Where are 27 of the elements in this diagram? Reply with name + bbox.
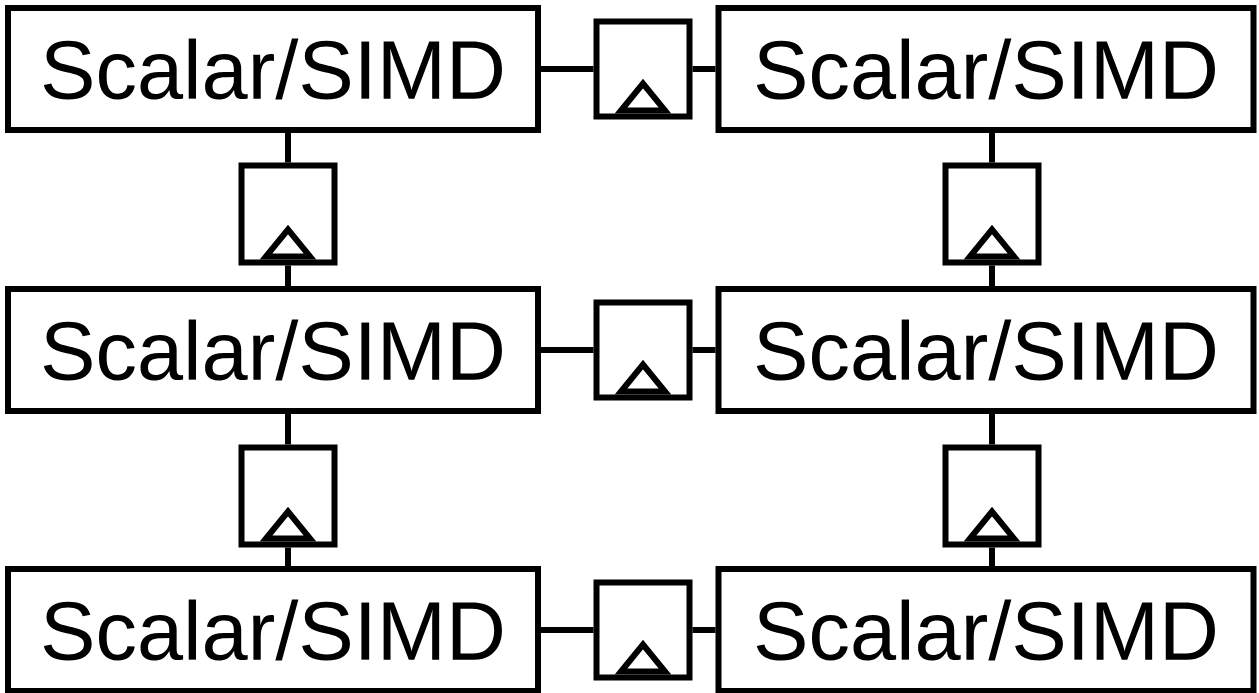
connector-line xyxy=(285,547,291,566)
connector-line xyxy=(285,414,291,445)
register-box xyxy=(238,444,338,548)
connector-line xyxy=(285,133,291,163)
connector-line xyxy=(692,627,716,633)
connector-line xyxy=(541,347,594,353)
unit-box: Scalar/SIMD xyxy=(715,5,1257,133)
unit-box: Scalar/SIMD xyxy=(5,566,541,693)
connector-line xyxy=(989,414,995,445)
register-box xyxy=(593,579,693,681)
register-box xyxy=(942,444,1042,548)
unit-box: Scalar/SIMD xyxy=(715,286,1257,414)
register-box xyxy=(593,18,693,120)
register-box xyxy=(942,162,1042,266)
connector-line xyxy=(541,66,594,72)
unit-box: Scalar/SIMD xyxy=(5,286,541,414)
register-box xyxy=(238,162,338,266)
connector-line xyxy=(285,265,291,286)
connector-line xyxy=(989,133,995,163)
register-box xyxy=(593,299,693,401)
connector-line xyxy=(692,66,716,72)
connector-line xyxy=(541,627,594,633)
connector-line xyxy=(989,547,995,566)
connector-line xyxy=(692,347,716,353)
connector-line xyxy=(989,265,995,286)
unit-box: Scalar/SIMD xyxy=(5,5,541,133)
unit-box: Scalar/SIMD xyxy=(715,566,1257,693)
